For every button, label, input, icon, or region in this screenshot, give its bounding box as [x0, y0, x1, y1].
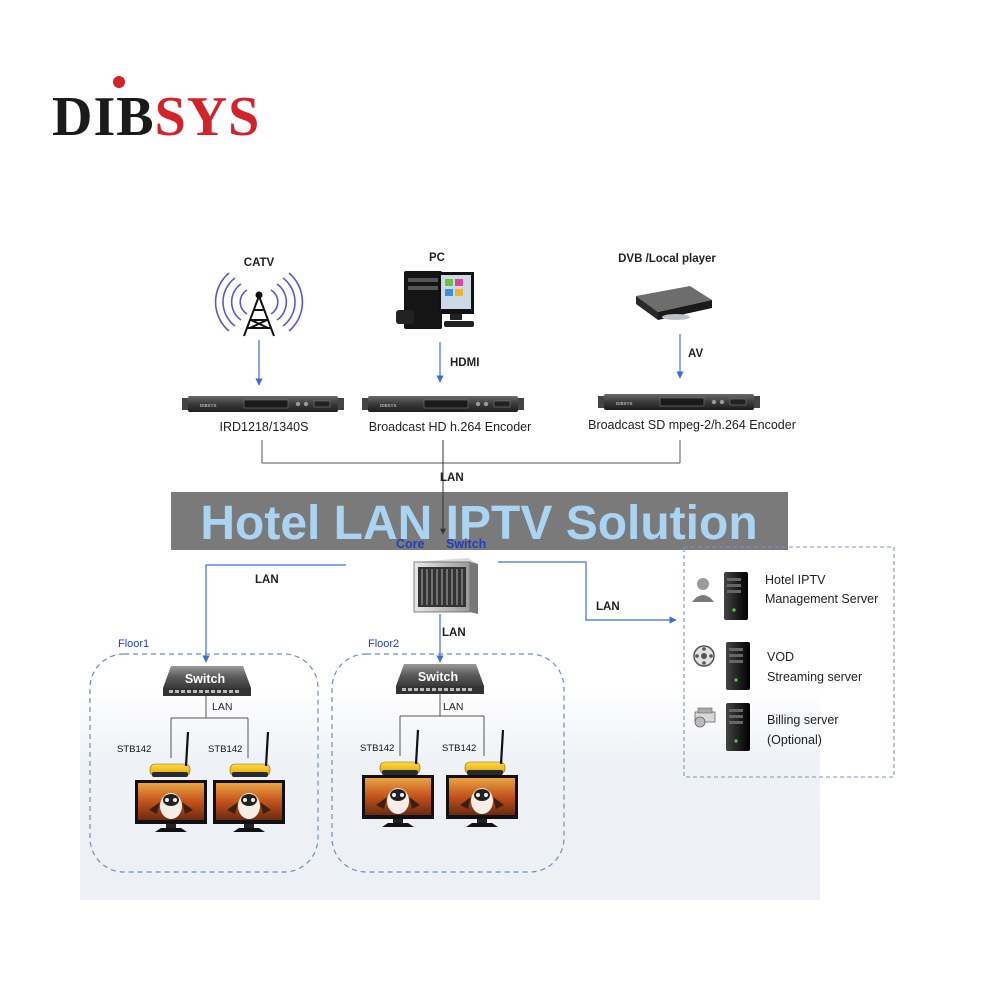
lan-label-servers: LAN	[596, 601, 620, 613]
floor2-switch-label: Switch	[418, 670, 458, 684]
floor2-group	[331, 653, 565, 873]
lan-label-floor1: LAN	[255, 574, 279, 586]
hdmi-label: HDMI	[450, 357, 479, 369]
floor2-wiring	[399, 694, 485, 756]
dvb-label: DVB /Local player	[618, 253, 716, 265]
server1-line1: Hotel IPTV	[765, 573, 826, 587]
server1-line2: Management Server	[765, 592, 878, 606]
server3-line2: (Optional)	[767, 733, 822, 747]
antenna-tower-icon	[214, 272, 304, 337]
admin-user-icon	[692, 578, 714, 602]
floor2-lan-label: LAN	[443, 701, 463, 713]
title-text: Hotel LAN IPTV Solution	[200, 497, 757, 550]
core-label-word2: Switch	[446, 537, 486, 551]
floor1-stb2-label: STB142	[208, 744, 242, 755]
floor2-stb2-label: STB142	[442, 743, 476, 754]
av-label: AV	[688, 348, 703, 360]
catv-label: CATV	[244, 257, 275, 269]
core-label-word1: Core	[396, 537, 425, 551]
dvd-player-icon	[636, 286, 712, 320]
desktop-computer-icon	[396, 271, 474, 329]
vod-server-tower	[726, 642, 750, 690]
floor2-label: Floor2	[368, 638, 399, 650]
lan-label-encoders: LAN	[440, 472, 464, 484]
pc-label: PC	[429, 252, 445, 264]
server3-line1: Billing server	[767, 713, 839, 727]
film-reel-icon	[693, 645, 715, 667]
floor1-lan-label: LAN	[212, 701, 232, 713]
encoder-sd: DIBSYS	[597, 393, 761, 411]
lan-label-floor2: LAN	[442, 627, 466, 639]
encoder-ird: DIBSYS	[181, 395, 345, 413]
floor1-label: Floor1	[118, 638, 149, 650]
billing-server-tower	[726, 703, 750, 751]
core-switch-chassis	[413, 558, 478, 614]
floor1-group	[89, 653, 319, 873]
logo-dot	[113, 76, 125, 88]
server-group	[683, 546, 895, 778]
floor1-wiring	[170, 696, 249, 758]
floor1-switch-label: Switch	[185, 672, 225, 686]
dibsys-logo: DIBSYS	[52, 76, 260, 148]
billing-cash-icon	[694, 707, 716, 728]
core-to-servers-link	[498, 561, 677, 624]
floor1-stb1	[148, 730, 192, 779]
management-server-tower	[724, 572, 748, 620]
svg-text:DIBSYS: DIBSYS	[200, 403, 217, 408]
svg-text:DIBSYS: DIBSYS	[380, 403, 397, 408]
encoder-sd-label: Broadcast SD mpeg-2/h.264 Encoder	[588, 418, 796, 432]
encoder-bus-line	[261, 440, 681, 464]
core-to-floor1-link	[202, 564, 346, 663]
floor1-tv2	[213, 780, 285, 832]
encoder-hd: DIBSYS	[361, 395, 525, 413]
title-banner	[171, 492, 788, 550]
floor1-stb1-label: STB142	[117, 744, 151, 755]
floor1-tv1	[135, 780, 207, 832]
server2-line1: VOD	[767, 650, 794, 664]
floor2-stb1-label: STB142	[360, 743, 394, 754]
floor2-tv1	[362, 775, 434, 827]
server2-line2: Streaming server	[767, 670, 862, 684]
svg-text:DIBSYS: DIBSYS	[616, 401, 633, 406]
encoder-hd-label: Broadcast HD h.264 Encoder	[369, 420, 532, 434]
logo-text: DIBSYS	[52, 86, 260, 148]
encoder-ird-label: IRD1218/1340S	[220, 420, 309, 434]
floor2-tv2	[446, 775, 518, 827]
